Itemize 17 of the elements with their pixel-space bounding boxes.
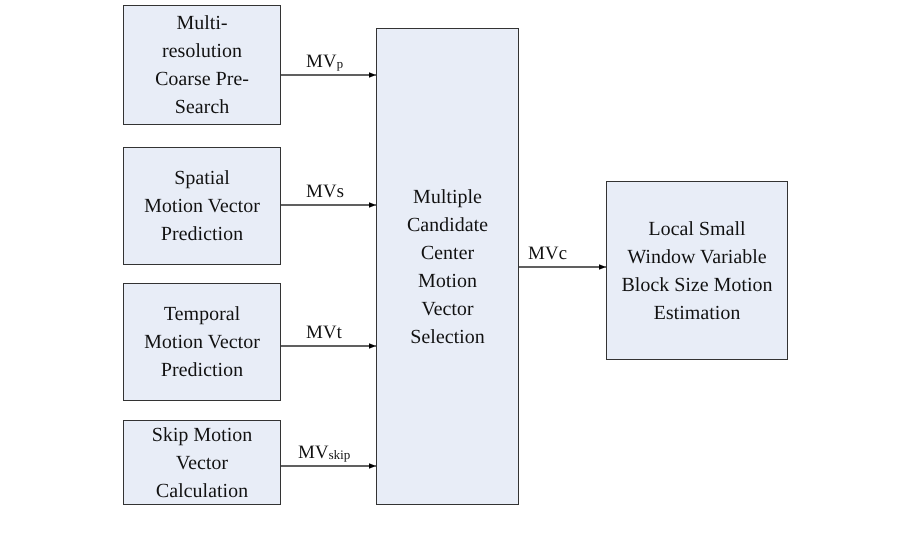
arrow: [519, 264, 606, 270]
process-box: [376, 28, 519, 505]
box-label: Local Small Window Variable Block Size Motion Estimation: [620, 216, 774, 326]
process-box: [606, 181, 788, 360]
process-box: [123, 420, 281, 505]
process-box: [123, 283, 281, 401]
process-box: [123, 5, 281, 125]
arrow: [281, 343, 376, 349]
box-label: Multiple Candidate Center Motion Vector Selection: [406, 184, 490, 350]
arrow: [281, 72, 376, 78]
box-label: Multi-resolution Coarse Pre-Search: [154, 11, 250, 120]
box-label: Temporal Motion Vector Prediction: [143, 302, 261, 383]
arrow: [281, 202, 376, 208]
box-label: Skip Motion Vector Calculation: [150, 422, 254, 504]
arrow: [281, 463, 376, 469]
process-box: [123, 147, 281, 265]
box-label: Spatial Motion Vector Prediction: [143, 166, 261, 247]
